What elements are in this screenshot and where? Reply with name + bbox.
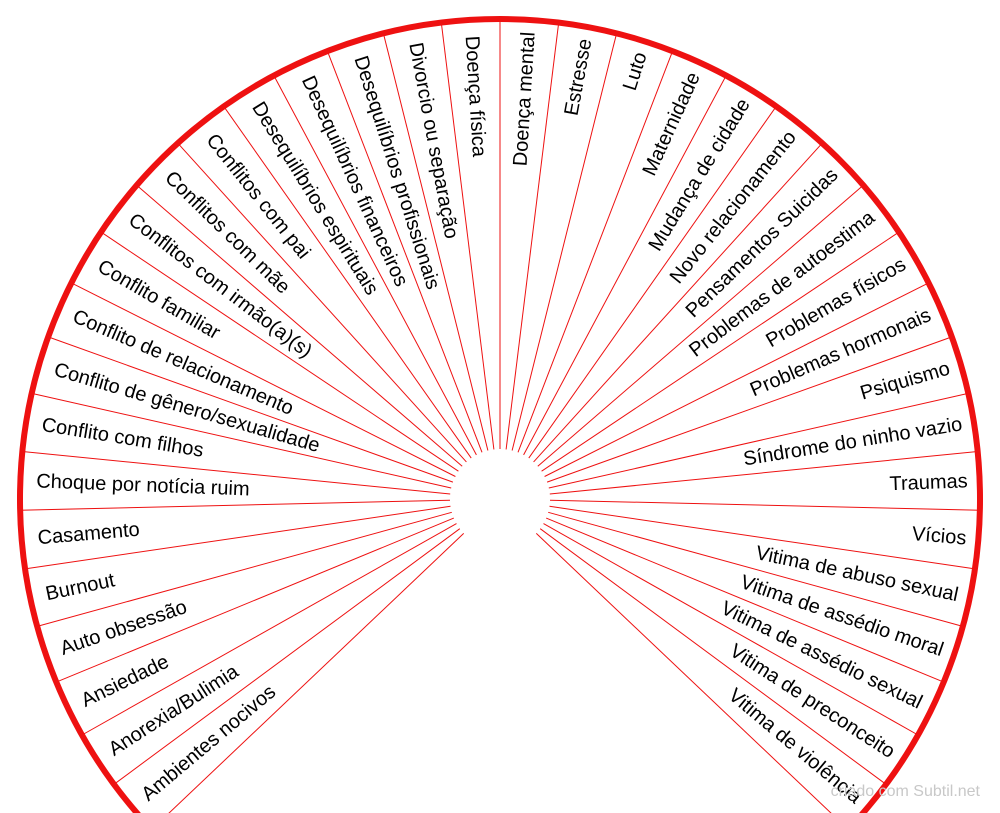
spoke-line bbox=[548, 392, 969, 489]
spoke-line bbox=[517, 50, 674, 453]
sector-label: Luto bbox=[619, 49, 652, 93]
spoke-line bbox=[505, 22, 560, 450]
spoke-line bbox=[539, 528, 887, 785]
spoke-line bbox=[549, 451, 978, 495]
outer-arc bbox=[17, 16, 983, 813]
spoke-line bbox=[168, 533, 465, 813]
spoke-lines bbox=[20, 19, 980, 813]
spoke-line bbox=[544, 282, 929, 477]
sector-label: Vícios bbox=[911, 523, 967, 550]
spoke-line bbox=[541, 231, 900, 472]
spoke-line bbox=[535, 533, 832, 813]
spoke-line bbox=[136, 184, 463, 467]
spoke-line bbox=[177, 142, 467, 463]
sector-label: Casamento bbox=[37, 519, 141, 550]
spoke-line bbox=[223, 106, 472, 459]
spoke-line bbox=[549, 505, 975, 570]
spoke-line bbox=[326, 50, 483, 453]
spoke-line bbox=[37, 511, 452, 627]
spoke-line bbox=[113, 528, 461, 785]
spoke-line bbox=[100, 231, 459, 472]
sector-label: Traumas bbox=[889, 470, 968, 495]
sector-label: Choque por notícia ruim bbox=[36, 470, 250, 500]
spoke-line bbox=[25, 505, 451, 570]
spoke-line bbox=[533, 142, 823, 463]
spoke-line bbox=[48, 336, 454, 483]
sector-label: Doença física bbox=[461, 35, 490, 158]
credit-text: criado com Subtil.net bbox=[830, 783, 980, 800]
spoke-line bbox=[81, 523, 457, 736]
spoke-line bbox=[56, 517, 454, 683]
spoke-line bbox=[546, 336, 952, 483]
spoke-line bbox=[548, 511, 963, 627]
spoke-line bbox=[523, 75, 727, 456]
sector-label: Síndrome do ninho vazio bbox=[742, 413, 964, 470]
spoke-line bbox=[273, 75, 477, 456]
spoke-line bbox=[31, 392, 452, 489]
spoke-line bbox=[71, 282, 456, 477]
spoke-line bbox=[537, 184, 864, 467]
spoke-line bbox=[511, 33, 618, 451]
sector-label: Psiquismo bbox=[858, 358, 953, 405]
spoke-line bbox=[440, 22, 495, 450]
sector-label: Burnout bbox=[44, 569, 118, 605]
spoke-line bbox=[382, 33, 489, 451]
spoke-line bbox=[543, 523, 919, 736]
sector-label: Auto obsessão bbox=[57, 596, 189, 660]
spoke-line bbox=[528, 106, 777, 459]
sector-label: Doença mental bbox=[509, 31, 539, 167]
sector-label: Estresse bbox=[561, 37, 597, 118]
sector-label: Conflito com filhos bbox=[40, 414, 205, 462]
sector-label: Ansiedade bbox=[78, 651, 173, 712]
spoke-line bbox=[20, 499, 451, 511]
spoke-line bbox=[22, 451, 451, 495]
spoke-line bbox=[546, 517, 944, 683]
spoke-line bbox=[549, 499, 980, 511]
